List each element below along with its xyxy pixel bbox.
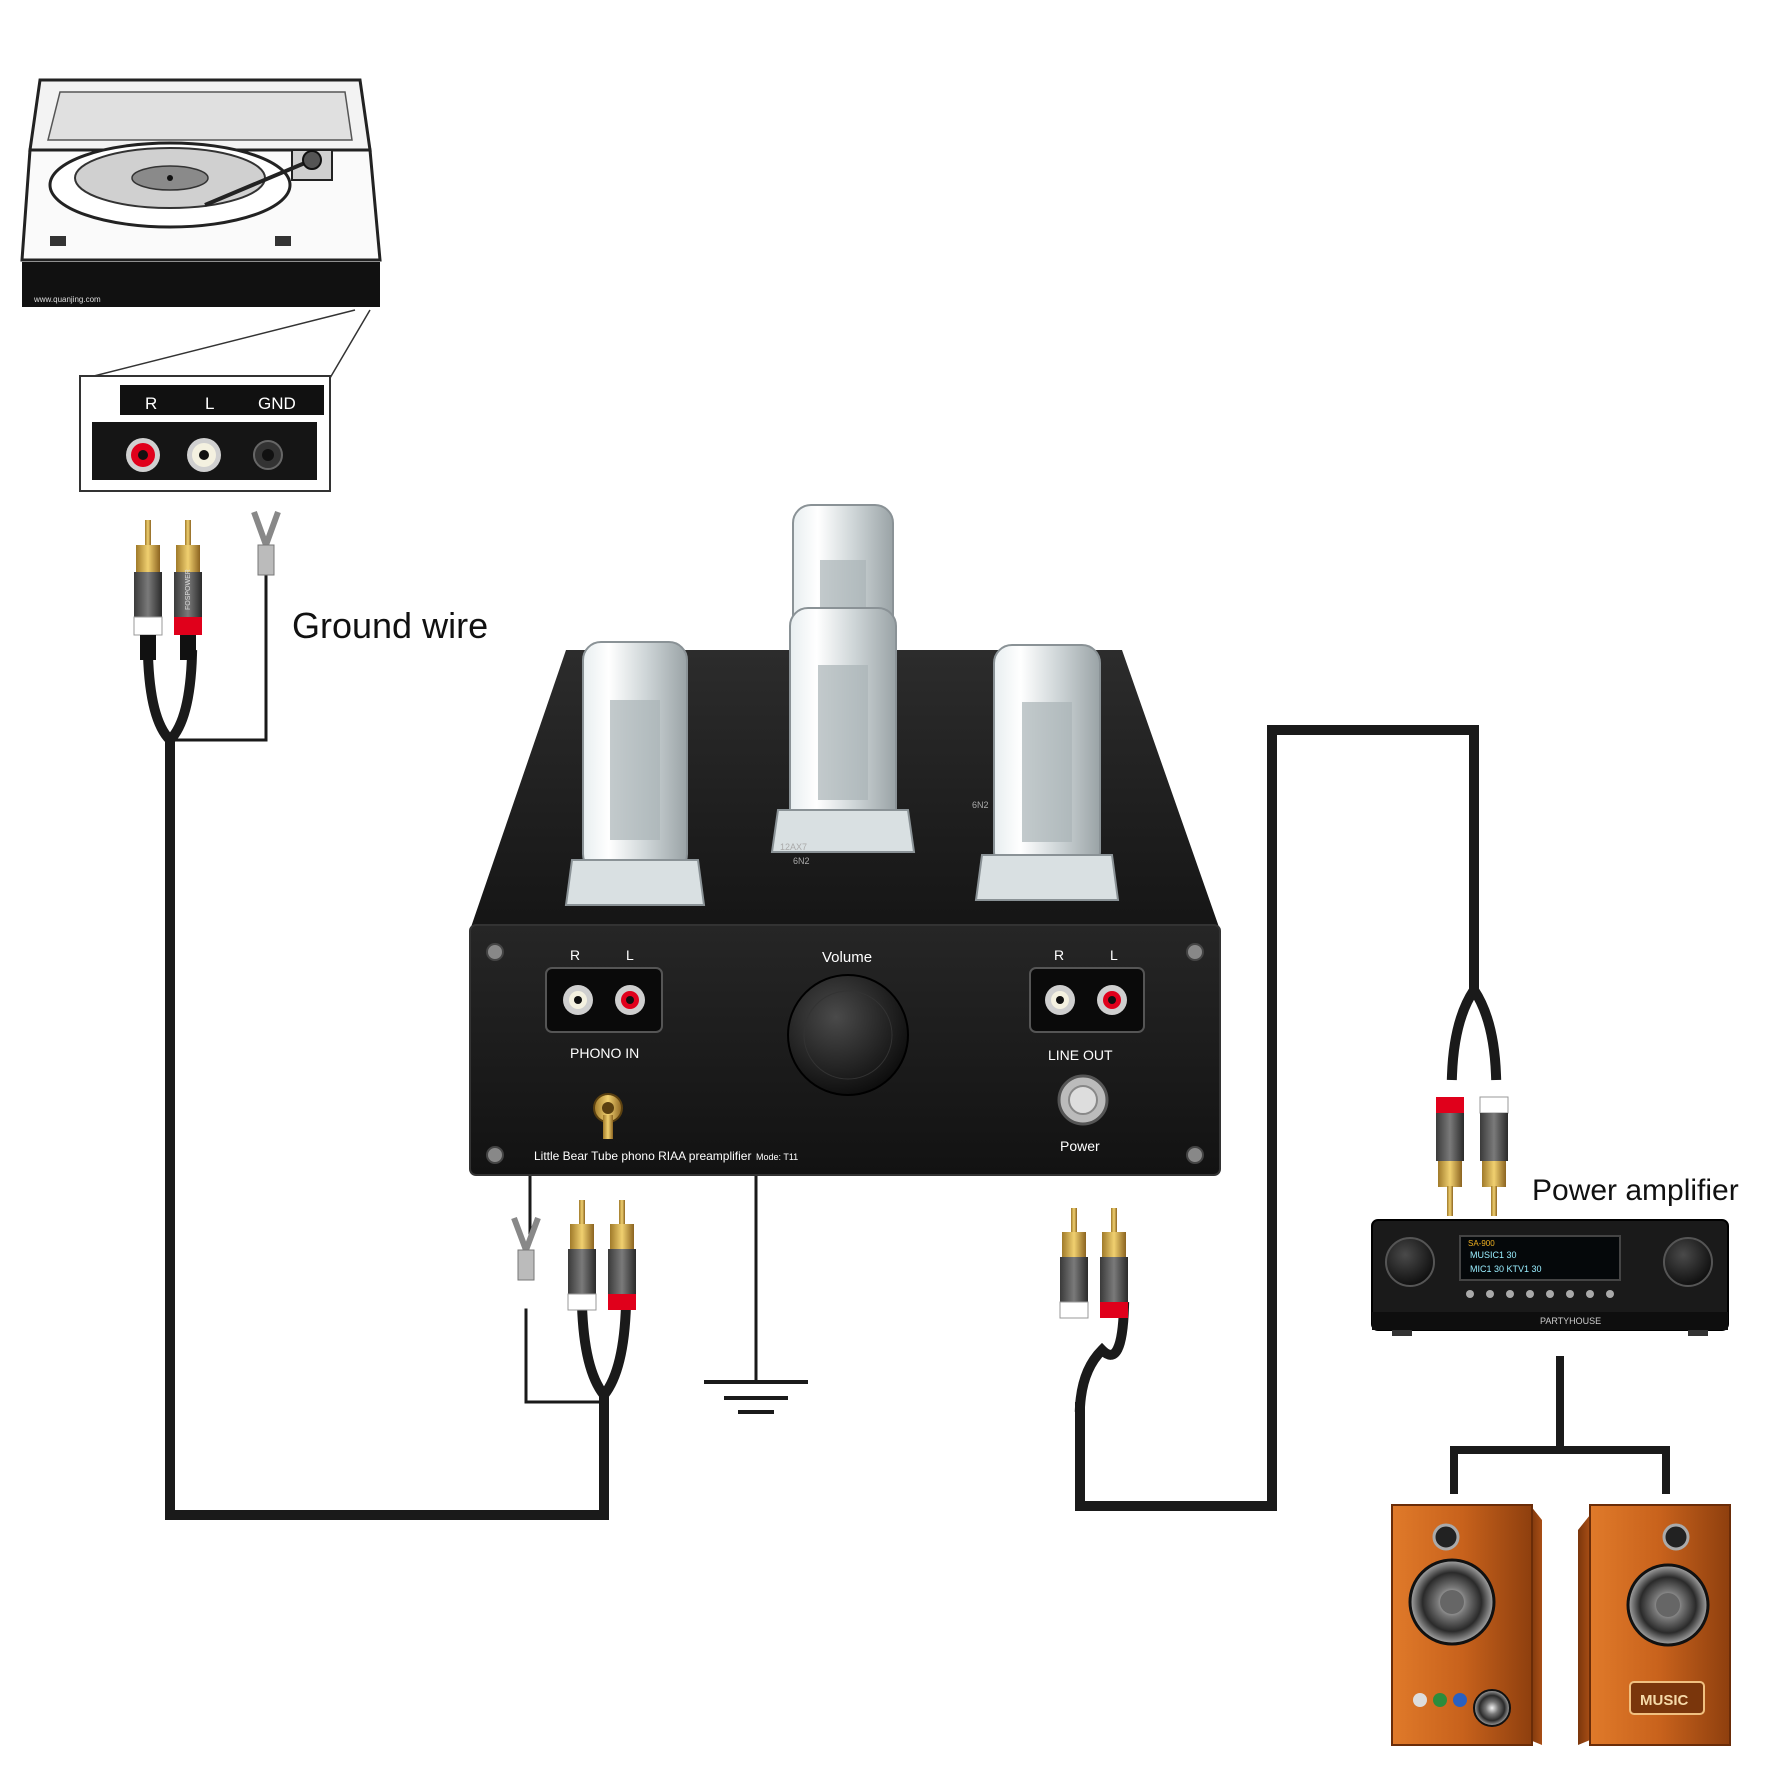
rca-plug-pair-phono-in [511, 1200, 636, 1311]
speaker-right: MUSIC [1578, 1504, 1731, 1746]
cable-routing [142, 568, 1670, 1520]
line-out-label-l: L [1110, 947, 1118, 963]
ground-post [593, 1093, 623, 1139]
amp-display-line-1: MUSIC1 30 [1470, 1250, 1517, 1260]
phono-in-label: PHONO IN [570, 1045, 639, 1061]
rca-plug-red [608, 1200, 636, 1310]
tube-label-6n2-right: 6N2 [972, 800, 989, 810]
amp-buttons [1466, 1290, 1614, 1298]
panel-label-gnd: GND [258, 394, 296, 413]
power-amplifier: SA-900 MUSIC1 30 MIC1 30 KTV1 30 PARTYHO… [1371, 1219, 1729, 1336]
phono-label-l: L [626, 947, 634, 963]
panel-screws [486, 943, 1204, 1164]
rca-plug-white [1479, 1096, 1509, 1216]
ground-terminal [253, 440, 283, 470]
rca-plug-white [133, 520, 163, 660]
rca-plug-pair-line-out [1059, 1208, 1128, 1319]
rca-plug-white [1059, 1208, 1089, 1319]
turntable-illustration: www.quanjing.com [20, 78, 382, 379]
tube-preamp: 12AX7 6N2 6N2 R L PHONO IN [469, 504, 1221, 1176]
plug-brand: FOSPOWER [185, 569, 192, 610]
phono-label-r: R [570, 947, 580, 963]
turntable-output-panel: R L GND [79, 375, 331, 492]
speaker-badge: MUSIC [1640, 1692, 1689, 1709]
amp-display-line-2: MIC1 30 KTV1 30 [1470, 1264, 1542, 1274]
tube-label-6n2-center: 6N2 [793, 856, 810, 866]
product-name: Little Bear Tube phono RIAA preamplifier [534, 1149, 751, 1163]
line-out-label-r: R [1054, 947, 1064, 963]
volume-knob[interactable] [787, 974, 909, 1096]
rca-jack-right [126, 438, 160, 472]
speaker-left [1391, 1504, 1542, 1746]
panel-label-l: L [205, 394, 214, 413]
power-amplifier-label: Power amplifier [1532, 1174, 1739, 1207]
amp-name: PARTYHOUSE [1540, 1316, 1601, 1326]
power-label: Power [1060, 1138, 1100, 1154]
turntable-brand-text: www.quanjing.com [33, 295, 101, 304]
line-out-label: LINE OUT [1048, 1047, 1113, 1063]
amp-brand: SA-900 [1468, 1239, 1495, 1248]
rca-plug-red [1436, 1097, 1464, 1216]
rca-plug-red [174, 520, 202, 660]
rca-plug-pair-amp-in [1436, 1096, 1509, 1216]
phono-in-jack-right [563, 985, 593, 1015]
rca-plug-red [1100, 1208, 1128, 1318]
rca-jack-left [187, 438, 221, 472]
spade-connector-preamp [511, 1216, 541, 1281]
panel-label-r: R [145, 394, 157, 413]
rca-plug-white [567, 1200, 597, 1311]
model-label: Mode: T11 [756, 1152, 798, 1162]
power-button[interactable] [1057, 1074, 1109, 1126]
volume-label: Volume [822, 949, 872, 966]
vacuum-tube-left [564, 641, 706, 906]
ground-wire-label: Ground wire [292, 605, 488, 646]
spade-connector-turntable [251, 510, 281, 576]
tube-label-12ax7: 12AX7 [780, 842, 807, 852]
line-out-jack-left [1097, 985, 1127, 1015]
line-out-jack-right [1045, 985, 1075, 1015]
vacuum-tube-center [770, 607, 916, 853]
vacuum-tube-right [974, 644, 1120, 901]
phono-in-jack-left [615, 985, 645, 1015]
rca-plug-pair-turntable: FOSPOWER [133, 510, 281, 660]
